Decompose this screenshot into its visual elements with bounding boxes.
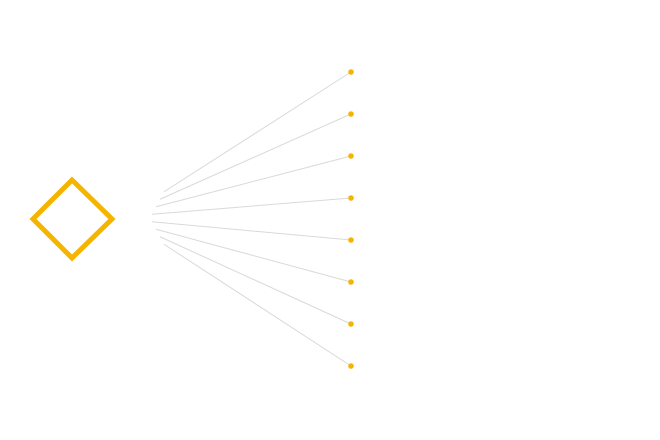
branch-node-4 — [348, 195, 354, 201]
connector-line-3 — [155, 155, 352, 208]
connector-line-7 — [159, 236, 352, 325]
branch-node-6 — [348, 279, 354, 285]
connector-line-6 — [155, 228, 352, 283]
connector-line-1 — [163, 71, 352, 193]
branch-node-5 — [348, 237, 354, 243]
connector-line-2 — [159, 113, 352, 200]
connector-line-4 — [151, 197, 352, 215]
branch-node-8 — [348, 363, 354, 369]
branch-group — [151, 69, 354, 369]
branch-node-3 — [348, 153, 354, 159]
branch-node-1 — [348, 69, 354, 75]
connector-line-5 — [151, 221, 352, 241]
branch-node-2 — [348, 111, 354, 117]
branch-node-7 — [348, 321, 354, 327]
diamond-outline-icon — [29, 176, 116, 262]
connector-line-8 — [163, 243, 352, 367]
